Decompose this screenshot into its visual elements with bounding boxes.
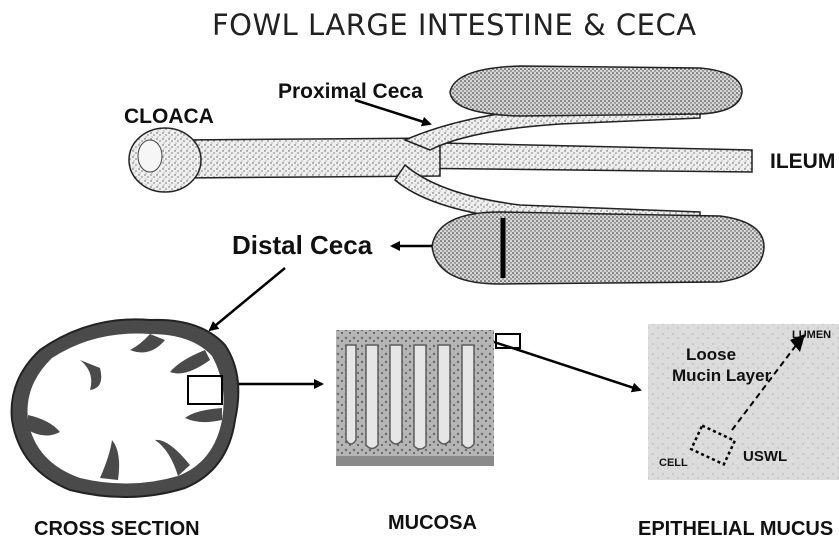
to-mucus-arrow xyxy=(494,342,640,390)
proximal-ceca-label: Proximal Ceca xyxy=(278,80,423,104)
mucin-layer-label: Mucin Layer xyxy=(672,366,771,386)
cloaca-label: CLOACA xyxy=(124,105,214,129)
cross-section-image xyxy=(12,319,239,497)
ileum-tube xyxy=(395,142,752,172)
distal-ceca-label: Distal Ceca xyxy=(232,230,372,261)
to-cross-section-arrow xyxy=(210,268,285,330)
upper-cecum-body xyxy=(450,66,742,116)
epithelial-mucus-caption: EPITHELIAL MUCUS xyxy=(638,518,833,541)
mucosa-caption: MUCOSA xyxy=(388,512,477,535)
lower-cecum-body xyxy=(432,212,764,284)
cell-label: CELL xyxy=(659,457,688,469)
mucosa-image xyxy=(336,330,520,466)
intestine-illustration xyxy=(129,66,764,284)
uswl-label: USWL xyxy=(743,448,787,465)
loose-label: Loose xyxy=(686,345,736,365)
lumen-label: LUMEN xyxy=(792,329,831,341)
cross-section-caption: CROSS SECTION xyxy=(34,518,200,541)
ileum-label: ILEUM xyxy=(770,150,835,174)
